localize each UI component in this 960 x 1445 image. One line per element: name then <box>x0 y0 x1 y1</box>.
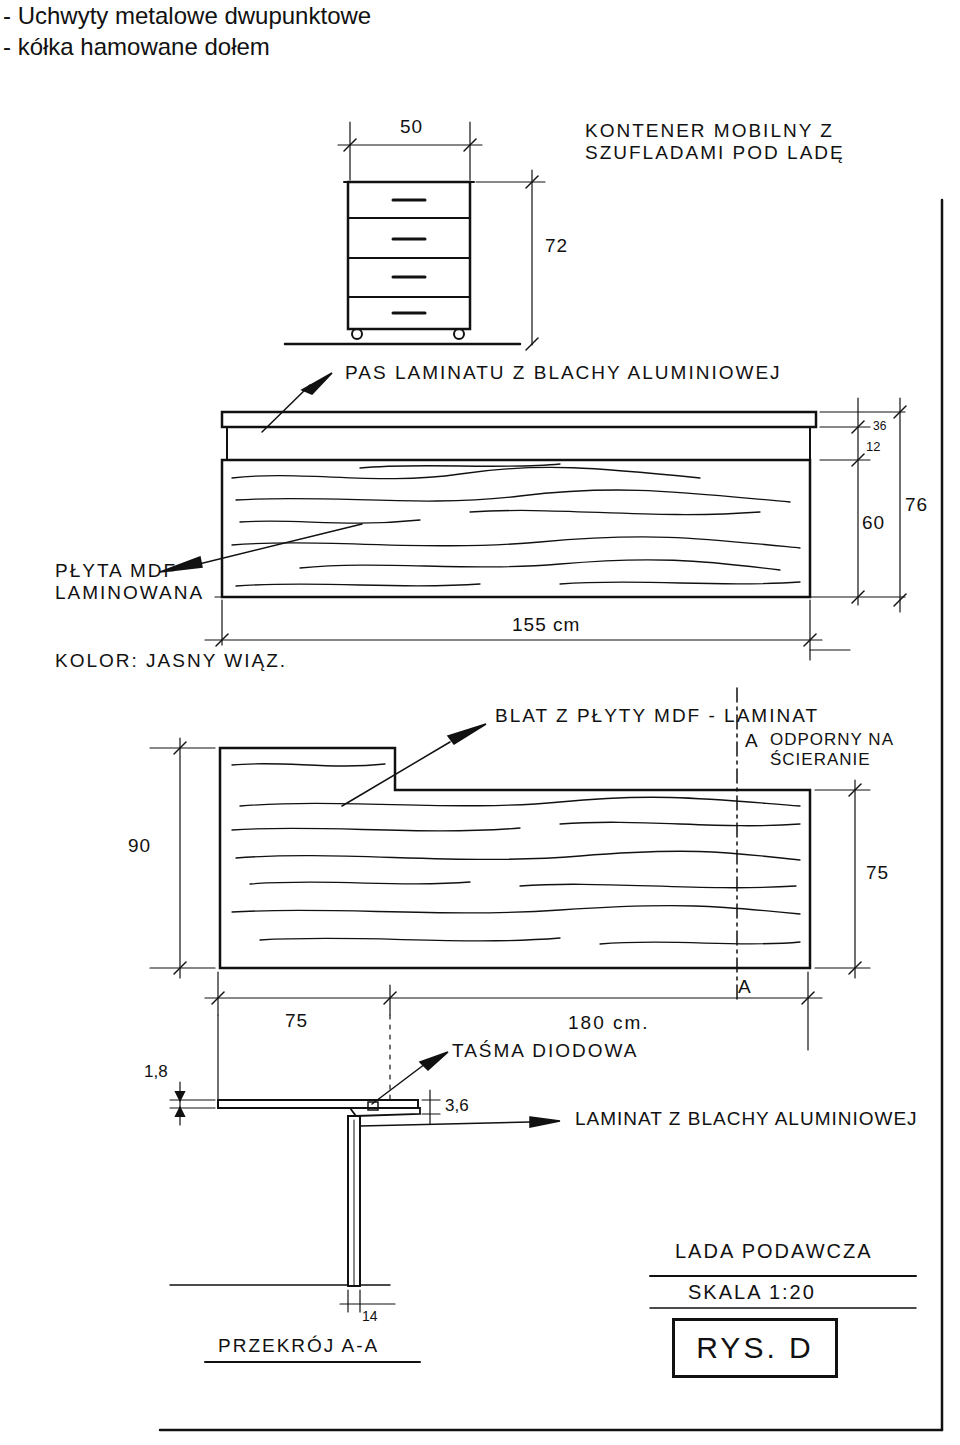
drawing-label: 1,8 <box>144 1062 168 1082</box>
drawing-label: SKALA 1:20 <box>688 1281 816 1304</box>
drawing-label: 155 cm <box>512 614 580 636</box>
drawing-label: PAS LAMINATU Z BLACHY ALUMINIOWEJ <box>345 362 782 384</box>
drawing-label: 36 <box>873 420 886 434</box>
drawing-label: 50 <box>400 116 423 138</box>
drawing-label: BLAT Z PŁYTY MDF - LAMINAT <box>495 705 819 727</box>
drawing-label: PRZEKRÓJ A-A <box>218 1335 379 1357</box>
drawing-label: 180 cm. <box>568 1012 650 1034</box>
drawing-label: 72 <box>545 235 568 257</box>
drawing-number: RYS. D <box>696 1331 813 1365</box>
drawing-label: A <box>738 976 751 998</box>
drawing-label: 12 <box>866 440 880 455</box>
drawing-label: 75 <box>285 1010 308 1032</box>
drawing-number-box: RYS. D <box>672 1318 838 1378</box>
drawing-label: 76 <box>905 494 928 516</box>
drawing-label: 75 <box>866 862 889 884</box>
note-text: - Uchwyty metalowe dwupunktowe <box>3 2 371 30</box>
drawing-label: 14 <box>362 1308 378 1324</box>
drawing-label: TAŚMA DIODOWA <box>452 1040 638 1062</box>
drawing-label: 90 <box>128 835 151 857</box>
drawing-label: LADA PODAWCZA <box>675 1240 873 1263</box>
drawing-label: PŁYTA MDF LAMINOWANA <box>55 560 205 604</box>
drawing-label: A <box>745 730 758 752</box>
drawing-label: 60 <box>862 512 885 534</box>
drawing-label: KONTENER MOBILNY Z SZUFLADAMI POD LADĘ <box>585 120 925 164</box>
drawing-label: KOLOR: JASNY WIĄZ. <box>55 650 287 672</box>
note-text: - kółka hamowane dołem <box>3 33 270 61</box>
drawing-label: LAMINAT Z BLACHY ALUMINIOWEJ <box>575 1108 918 1130</box>
drawing-label: ODPORNY NA ŚCIERANIE <box>770 730 950 769</box>
drawing-label: 3,6 <box>445 1096 469 1116</box>
